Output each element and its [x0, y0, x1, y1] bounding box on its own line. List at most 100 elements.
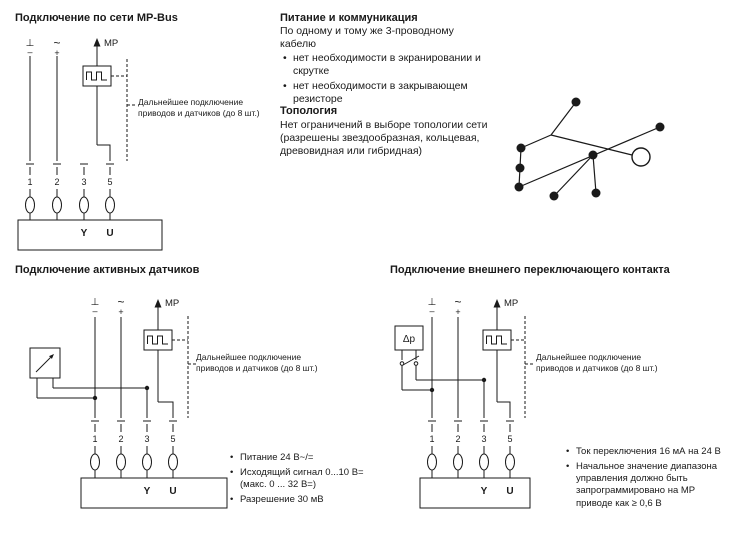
bus-wires	[29, 46, 111, 161]
list-item: • Исходящий сигнал 0...10 В= (макс. 0 ..…	[230, 467, 380, 491]
terminal-number: 5	[107, 177, 112, 187]
terminal-wires	[427, 424, 515, 478]
junction-dot	[481, 377, 487, 383]
bullet-icon: •	[230, 452, 234, 463]
network-node	[549, 191, 559, 201]
power-bullet-list: • нет необходимости в экранировании и ск…	[283, 52, 488, 109]
terminal-number: 3	[81, 177, 86, 187]
terminal-number: 2	[54, 177, 59, 187]
section-title-active-sensors: Подключение активных датчиков	[15, 264, 200, 276]
junction-dot	[92, 395, 98, 401]
bus-wires	[94, 307, 174, 418]
plus-label: +	[455, 307, 460, 317]
section-title-power: Питание и коммуникация	[280, 12, 418, 24]
power-intro: По одному и тому же 3-проводному кабелю	[280, 25, 454, 51]
cable-gland	[453, 453, 463, 471]
bullet-text: нет необходимости в закрывающем резистор…	[293, 80, 468, 106]
minus-label: –	[92, 306, 97, 316]
network-node	[655, 122, 665, 132]
actuator-box	[80, 477, 228, 509]
bullet-text: Разрешение 30 мВ	[240, 494, 324, 506]
terminal-number: 1	[27, 177, 32, 187]
wiring-diagram-switch-contact: Δp ⊥ – ~ + MP 1 2 3 5 Y U	[394, 295, 535, 509]
switch-contact-icon	[399, 350, 420, 366]
mp-arrow-icon	[154, 299, 162, 308]
cable-gland	[479, 453, 489, 471]
network-hub-node	[631, 147, 651, 167]
network-node	[515, 163, 525, 173]
cable-gland	[142, 453, 152, 471]
pulse-signal-icon	[143, 329, 173, 351]
mp-label: MP	[504, 298, 518, 309]
cable-gland	[116, 453, 126, 471]
network-node	[514, 182, 524, 192]
bus-continuation-dashed	[111, 59, 137, 161]
network-links	[518, 101, 661, 197]
network-node	[516, 143, 526, 153]
switch-wiring	[401, 365, 484, 391]
dp-switch-box	[394, 325, 424, 351]
dp-label: Δp	[403, 334, 416, 345]
pulse-signal-icon	[482, 329, 512, 351]
bullet-text: нет необходимости в экранировании и скру…	[293, 52, 481, 78]
network-node	[588, 150, 598, 160]
bullet-text: Начальное значение диапазона управления …	[576, 461, 718, 509]
mpbus-annotation: Дальнейшее подключение приводов и датчик…	[138, 97, 260, 119]
terminal-wires	[90, 424, 178, 478]
terminal-number: 5	[507, 434, 512, 444]
bus-continuation-dashed	[511, 316, 535, 418]
mp-label: MP	[104, 38, 118, 49]
terminal-number: 5	[170, 434, 175, 444]
terminal-number: 3	[144, 434, 149, 444]
actuator-box	[17, 219, 163, 251]
ac-symbol-label: ~	[53, 36, 60, 50]
bullet-icon: •	[566, 446, 570, 457]
active-sensors-annotation: Дальнейшее подключение приводов и датчик…	[196, 352, 318, 374]
sensor-wiring	[36, 378, 147, 399]
bullet-icon: •	[566, 461, 570, 473]
cable-gland	[505, 453, 515, 471]
u-terminal-label: U	[506, 486, 513, 497]
bullet-text: Исходящий сигнал 0...10 В= (макс. 0 ... …	[240, 467, 364, 491]
y-terminal-label: Y	[481, 486, 488, 497]
switch-contact-bullet-list: • Ток переключения 16 мА на 24 В • Начал…	[566, 446, 731, 513]
ground-symbol-label: ⊥	[428, 297, 437, 308]
junction-dot	[144, 385, 150, 391]
list-item: • Ток переключения 16 мА на 24 В	[566, 446, 731, 458]
section-title-switch-contact: Подключение внешнего переключающего конт…	[390, 264, 670, 276]
terminal-number: 1	[429, 434, 434, 444]
ground-symbol-label: ⊥	[26, 38, 35, 49]
mp-label: MP	[165, 298, 179, 309]
mp-arrow-icon	[493, 299, 501, 308]
wiring-diagram-active-sensors: ⊥ – ~ + MP 1 2 3 5 Y U	[29, 295, 228, 509]
cable-gland	[90, 453, 100, 471]
cable-gland	[25, 196, 35, 214]
y-terminal-label: Y	[81, 228, 88, 239]
pulse-signal-icon	[82, 65, 112, 87]
actuator-box	[419, 477, 531, 509]
network-nodes	[514, 97, 665, 201]
list-item: • нет необходимости в экранировании и ск…	[283, 52, 488, 78]
y-terminal-label: Y	[144, 486, 151, 497]
topology-text: Нет ограничений в выборе топологии сети …	[280, 119, 488, 158]
u-terminal-label: U	[106, 228, 113, 239]
junction-dot	[429, 387, 435, 393]
terminal-number: 2	[118, 434, 123, 444]
bullet-text: Питание 24 В~/=	[240, 452, 314, 463]
list-item: • нет необходимости в закрывающем резист…	[283, 80, 488, 106]
bullet-icon: •	[230, 494, 234, 506]
list-item: • Разрешение 30 мВ	[230, 494, 380, 506]
terminal-wires	[25, 167, 115, 220]
cable-gland	[427, 453, 437, 471]
cable-gland	[52, 196, 62, 214]
terminal-number: 1	[92, 434, 97, 444]
u-terminal-label: U	[169, 486, 176, 497]
switch-contact-annotation: Дальнейшее подключение приводов и датчик…	[536, 352, 658, 374]
cable-gland	[79, 196, 89, 214]
bullet-text: Ток переключения 16 мА на 24 В	[576, 446, 721, 457]
terminal-number: 2	[455, 434, 460, 444]
minus-label: –	[27, 47, 32, 57]
plus-label: +	[54, 48, 59, 58]
active-sensors-bullet-list: • Питание 24 В~/= • Исходящий сигнал 0..…	[230, 452, 380, 510]
